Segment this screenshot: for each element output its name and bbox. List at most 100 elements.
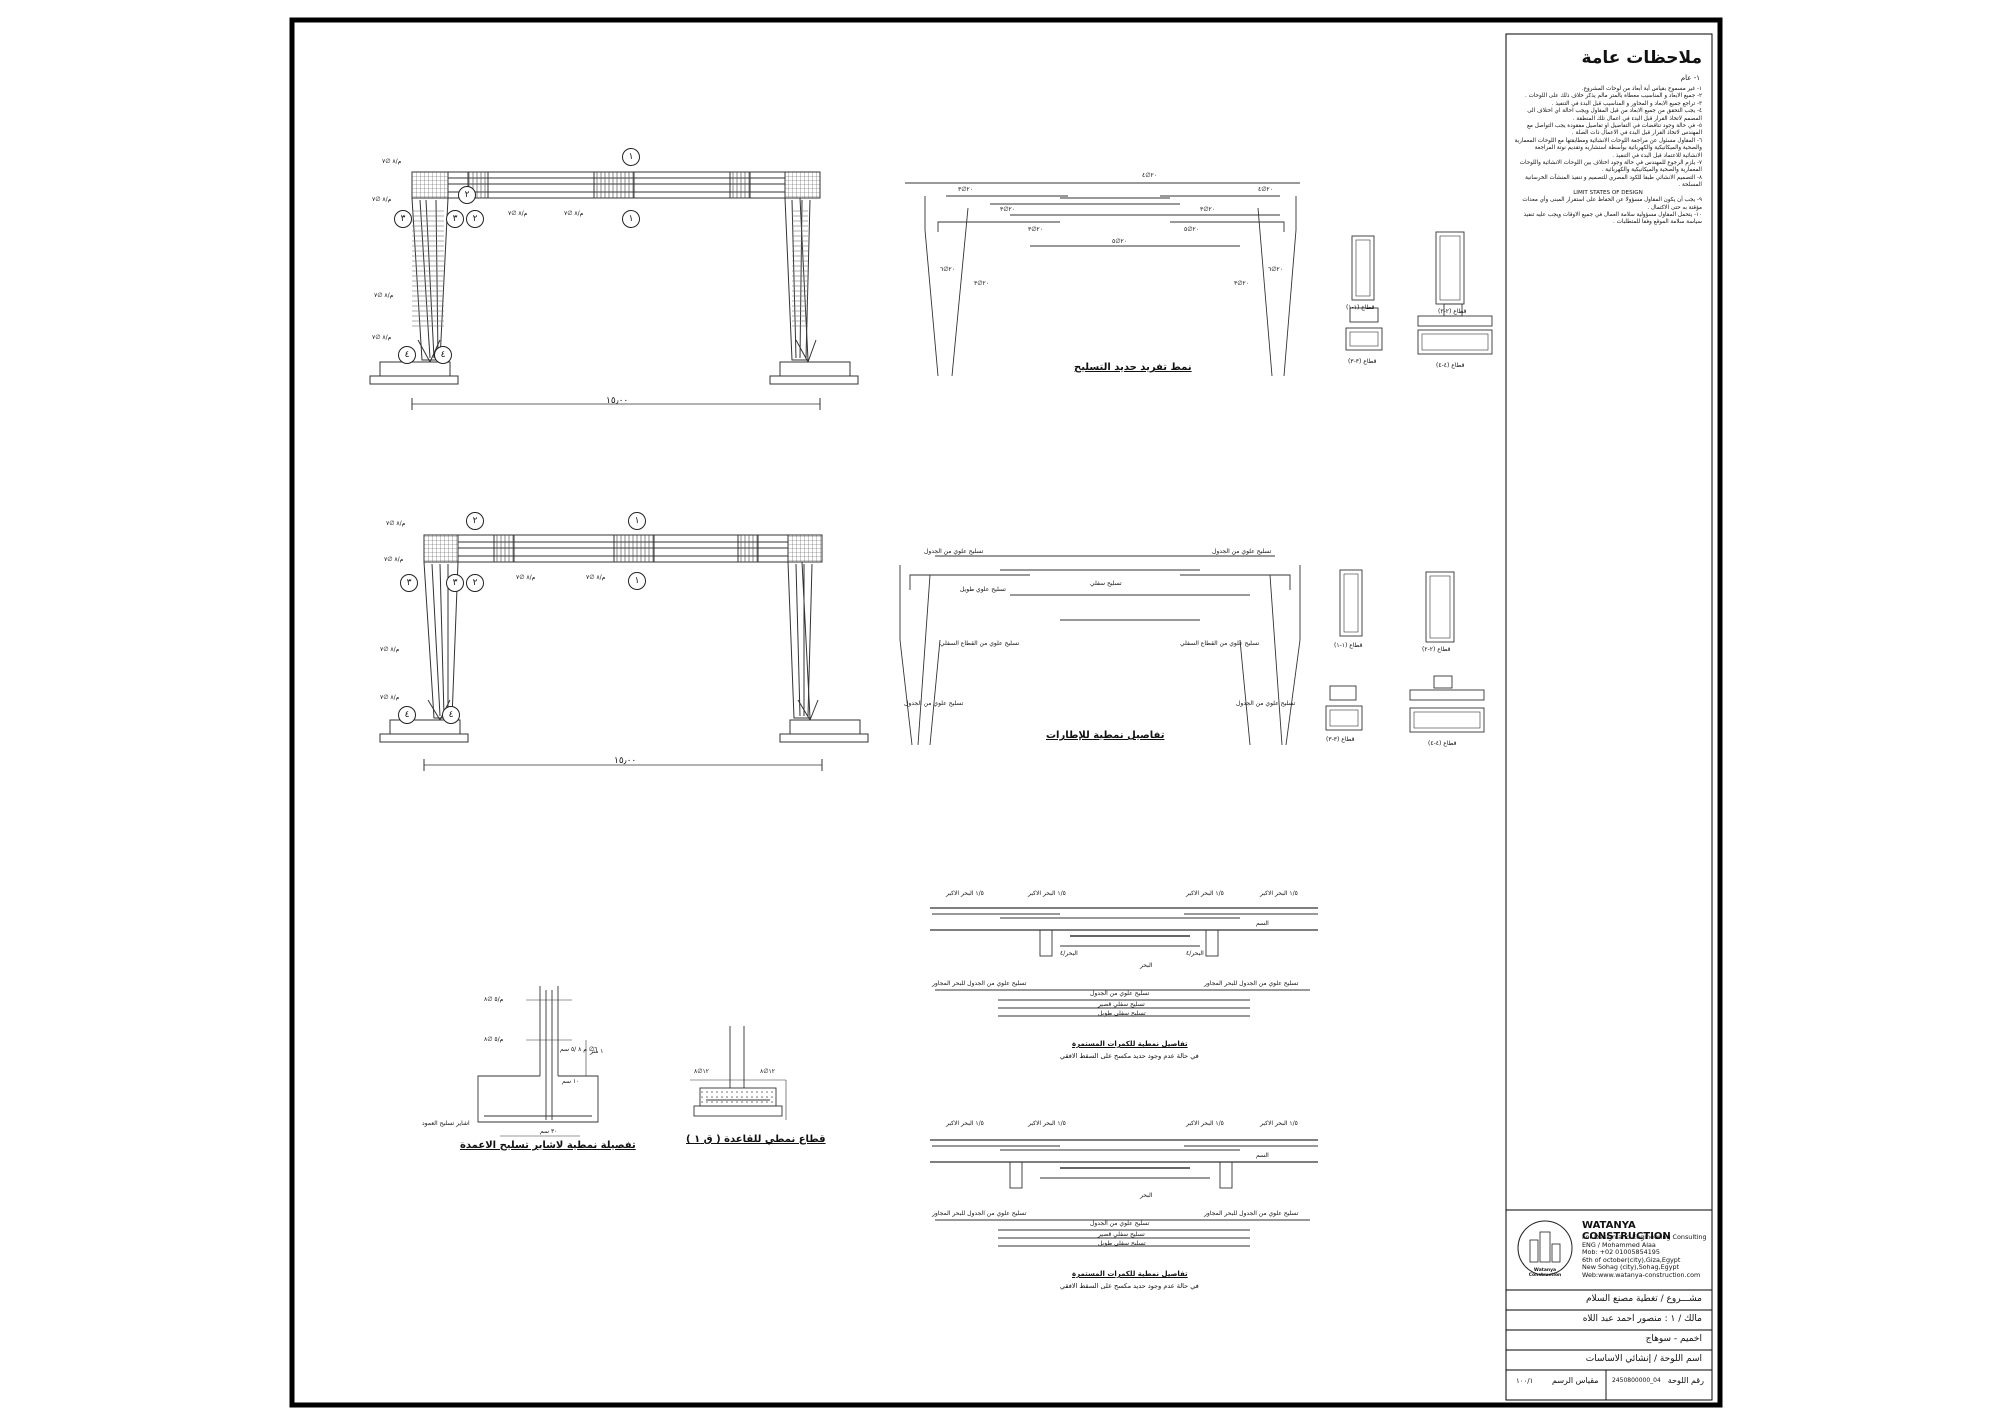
notes-subtitle: ١- عام [1680,74,1700,82]
cb2-title: تفاصيل نمطية للكمرات المستمرة [1072,1270,1188,1278]
section-label-7: قطاع (٣-٣) [1326,736,1355,743]
cb1-mid: البحر [1140,962,1153,969]
sheet-number: 2450800000_04 [1612,1377,1661,1384]
notes-list: ١- غير مسموح بقياس أية أبعاد من لوحات ال… [1514,86,1702,227]
frame-detail-label-4: تسليح علوي طويل [960,586,1006,593]
company-line: Mob: +02 01005854195 [1582,1248,1660,1257]
dowel-label-7: ١ متر [590,1048,604,1055]
rebar-label-6: ٢٠∅٣ [1028,226,1043,233]
title-block-lines [1506,1289,1712,1400]
notes-title: ملاحظات عامة [1581,48,1702,68]
note-item: ٤- يجب التحقق من جميع الابعاد من قبل الم… [1527,108,1702,122]
frame2-tag-6: م/٨ ∅٧ [586,574,606,581]
company-line: New Sohag (city),Sohag,Egypt [1582,1263,1680,1272]
note-item: ٨- التصميم الانشائي طبقا للكود المصري لل… [1525,174,1702,189]
cb2-bottom-1: تسليح علوي من الجدول للبحر المجاور [932,1210,1027,1217]
frame1-bubble-2b: ٢ [466,210,484,228]
rebar-label-8: ٢٠∅٥ [1112,238,1127,245]
general-notes-panel: ملاحظات عامة ١- عام ١- غير مسموح بقياس أ… [1508,36,1710,1404]
footing-label-1: ١٢∅٨ [694,1068,709,1075]
frame1-tag-2: م/٨ ∅٧ [372,196,392,203]
frame1-tag-5: م/٨ ∅٧ [508,210,528,217]
rebar-label-1: ٢٠∅٤ [1142,172,1157,179]
portal-frame-1 [369,171,859,410]
cb1-subtitle: في حالة عدم وجود حديد مكسح على السقط الا… [1060,1052,1199,1060]
project-name: مشـــروع / تغطية مصنع السلام [1585,1294,1702,1304]
cb1-span-2: ١/٥ البحر الاكبر [1028,890,1066,897]
frame2-tag-5: م/٨ ∅٧ [516,574,536,581]
inner-border [1505,33,1713,1401]
frame2-tag-2: م/٨ ∅٧ [384,556,404,563]
sheet-name: اسم اللوحة / إنشائي الاساسات [1585,1354,1702,1364]
cb2-subtitle: في حالة عدم وجود حديد مكسح على السقط الا… [1060,1282,1199,1290]
cb1-bottom-3: تسليح علوي من الجدول [1090,990,1150,997]
cb2-bottom-4: تسليح سفلي قصير [1098,1231,1145,1238]
cb1-bottom-2: تسليح علوي من الجدول للبحر المجاور [1204,980,1299,987]
dowels-title: تفصيلة نمطية لاشاير تسليح الاعمدة [460,1140,636,1151]
section-label-3: قطاع (٣-٣) [1348,358,1377,365]
title-block: Watanya Construction WATANYA CONSTRUCTIO… [1508,1210,1710,1394]
outer-border [289,17,1723,1408]
cb1-quarter-2: البحر/٤ [1186,950,1204,957]
rebar-pattern-title: نمط تفريد حديد التسليح [1074,362,1192,373]
section-label-1: قطاع (١-١) [1346,304,1375,311]
rebar-label-11: ٢٠∅٣ [974,280,989,287]
cb2-bottom-3: تسليح علوي من الجدول [1090,1220,1150,1227]
cb2-mid: البحر [1140,1192,1153,1199]
frame1-bubble-2: ٢ [458,186,476,204]
frame1-bubble-4b: ٤ [434,346,452,364]
frame-detail-label-8: تسليح علوي من الجدول [1236,700,1296,707]
cb1-bottom-5: تسليح سفلي طويل [1098,1010,1146,1017]
rebar-label-9: ٢٠∅٦ [940,266,955,273]
dowel-label-2: م/٥ ∅٨ [484,1036,504,1043]
note-item: ٢- جميع الابعاد و المناسيب معطاة بالمتر … [1525,93,1702,100]
owner-name: مالك / ١ : منصور احمد عبد اللاه [1582,1314,1702,1324]
frame2-bubble-2b: ٢ [466,574,484,592]
footing-title: قطاع نمطي للقاعدة ( ق ١ ) [686,1134,826,1145]
rebar-label-2: ٢٠∅٤ [1258,186,1273,193]
frame2-bubble-1b: ١ [628,572,646,590]
cb1-span-1: ١/٥ البحر الاكبر [946,890,984,897]
logo-caption: Watanya Construction [1528,1268,1562,1278]
section-label-5: قطاع (١-١) [1334,642,1363,649]
note-item: ٣- تراجع جميع الابعاد و المحاور و المناس… [1551,100,1702,107]
column-dowels-detail [477,986,599,1137]
note-item: ٧- يلزم الرجوع للمهندس في حالة وجود اختل… [1519,160,1702,174]
rebar-label-4: ٢٠∅٣ [1000,206,1015,213]
company-contact: For Design and Engineering Consulting EN… [1582,1233,1707,1280]
frame1-bubble-3: ٣ [394,210,412,228]
rebar-label-7: ٢٠∅٥ [1184,226,1199,233]
rebar-label-3: ٢٠∅٣ [958,186,973,193]
dowel-label-3: ٦∅ م ٨ /٥ سم [560,1046,598,1053]
frame1-tag-6: م/٨ ∅٧ [564,210,584,217]
frame2-bubble-1: ١ [628,512,646,530]
cb2-span-4: ١/٥ البحر الاكبر [1260,1120,1298,1127]
note-item: ٩- يجب أن يكون المقاول مسؤولا عن الحفاظ … [1522,197,1702,211]
frame1-bubble-1b: ١ [622,210,640,228]
cb2-span-2: ١/٥ البحر الاكبر [1028,1120,1066,1127]
frame-detail-label-6: تسليح علوي من القطاع السفلي [1180,640,1260,647]
frame-detail-label-7: تسليح علوي من الجدول [904,700,964,707]
cb2-bottom-5: تسليح سفلي طويل [1098,1240,1146,1247]
cb1-span-4: ١/٥ البحر الاكبر [1260,890,1298,897]
cb1-title: تفاصيل نمطية للكمرات المستمرة [1072,1040,1188,1048]
company-line: 6th of october(city),Giza,Egypt [1582,1255,1681,1264]
frame2-bubble-3: ٣ [400,574,418,592]
continuous-beam-detail-1 [930,907,1318,1017]
section-label-2: قطاع (٢-٢) [1438,308,1467,315]
continuous-beam-detail-2 [930,1139,1318,1247]
company-line: Web:www.watanya-construction.com [1582,1270,1701,1279]
frame1-bubble-4: ٤ [398,346,416,364]
frame1-span-dimension: ١٥٫٠٠ [606,396,629,406]
section-label-6: قطاع (٢-٢) [1422,646,1451,653]
frame-details-title: تفاصيل نمطية للإطارات [1046,730,1165,741]
cb2-span-1: ١/٥ البحر الاكبر [946,1120,984,1127]
portal-frame-2 [379,534,869,771]
cb2-bottom-2: تسليح علوي من الجدول للبحر المجاور [1204,1210,1299,1217]
frame1-bubble-1: ١ [622,148,640,166]
frame-detail-label-1: تسليح علوي من الجدول [924,548,984,555]
note-item: ٥- في حالة وجود تناقضات في التفاصيل او ت… [1526,123,1702,137]
cb1-bottom-1: تسليح علوي من الجدول للبحر المجاور [932,980,1027,987]
rebar-label-5: ٢٠∅٣ [1200,206,1215,213]
